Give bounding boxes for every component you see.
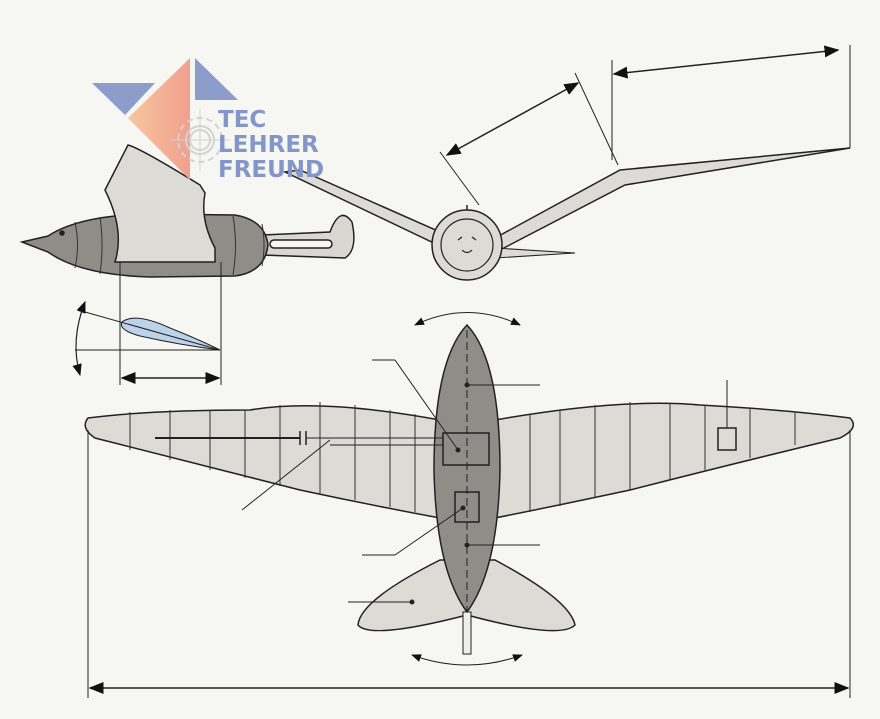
wing-outer-dimension — [612, 45, 840, 79]
side-eye — [59, 230, 65, 236]
wing-ribs — [129, 402, 796, 512]
component-box-1 — [442, 432, 490, 466]
front-wing-right — [494, 147, 851, 252]
side-view — [19, 144, 355, 385]
wing-inner-dimension — [445, 82, 580, 156]
logo-triangle-orange — [128, 58, 190, 180]
logo-line2: LEHRER — [218, 132, 319, 158]
front-face — [457, 236, 477, 254]
angle-arc — [72, 300, 86, 377]
logo-triangle-right — [195, 58, 238, 100]
side-body-bands — [74, 215, 265, 276]
front-body — [431, 209, 503, 281]
airfoil — [120, 317, 221, 351]
top-arrow-rear — [411, 654, 523, 666]
top-view — [84, 312, 855, 698]
top-arrow-front — [414, 312, 521, 326]
front-view — [282, 45, 851, 281]
logo-line1: TEC — [218, 107, 266, 133]
component-box-2 — [454, 491, 480, 523]
side-wing — [104, 144, 216, 263]
side-tail — [261, 214, 355, 259]
logo: TEC LEHRER FREUND — [92, 58, 324, 183]
top-tail-stub — [462, 611, 472, 655]
gear-icon — [170, 110, 230, 170]
side-tail-slot — [269, 239, 333, 249]
leader-lines — [241, 359, 728, 605]
logo-line3: FREUND — [218, 157, 324, 183]
logo-triangle-left — [92, 83, 155, 115]
front-tail — [494, 247, 576, 259]
